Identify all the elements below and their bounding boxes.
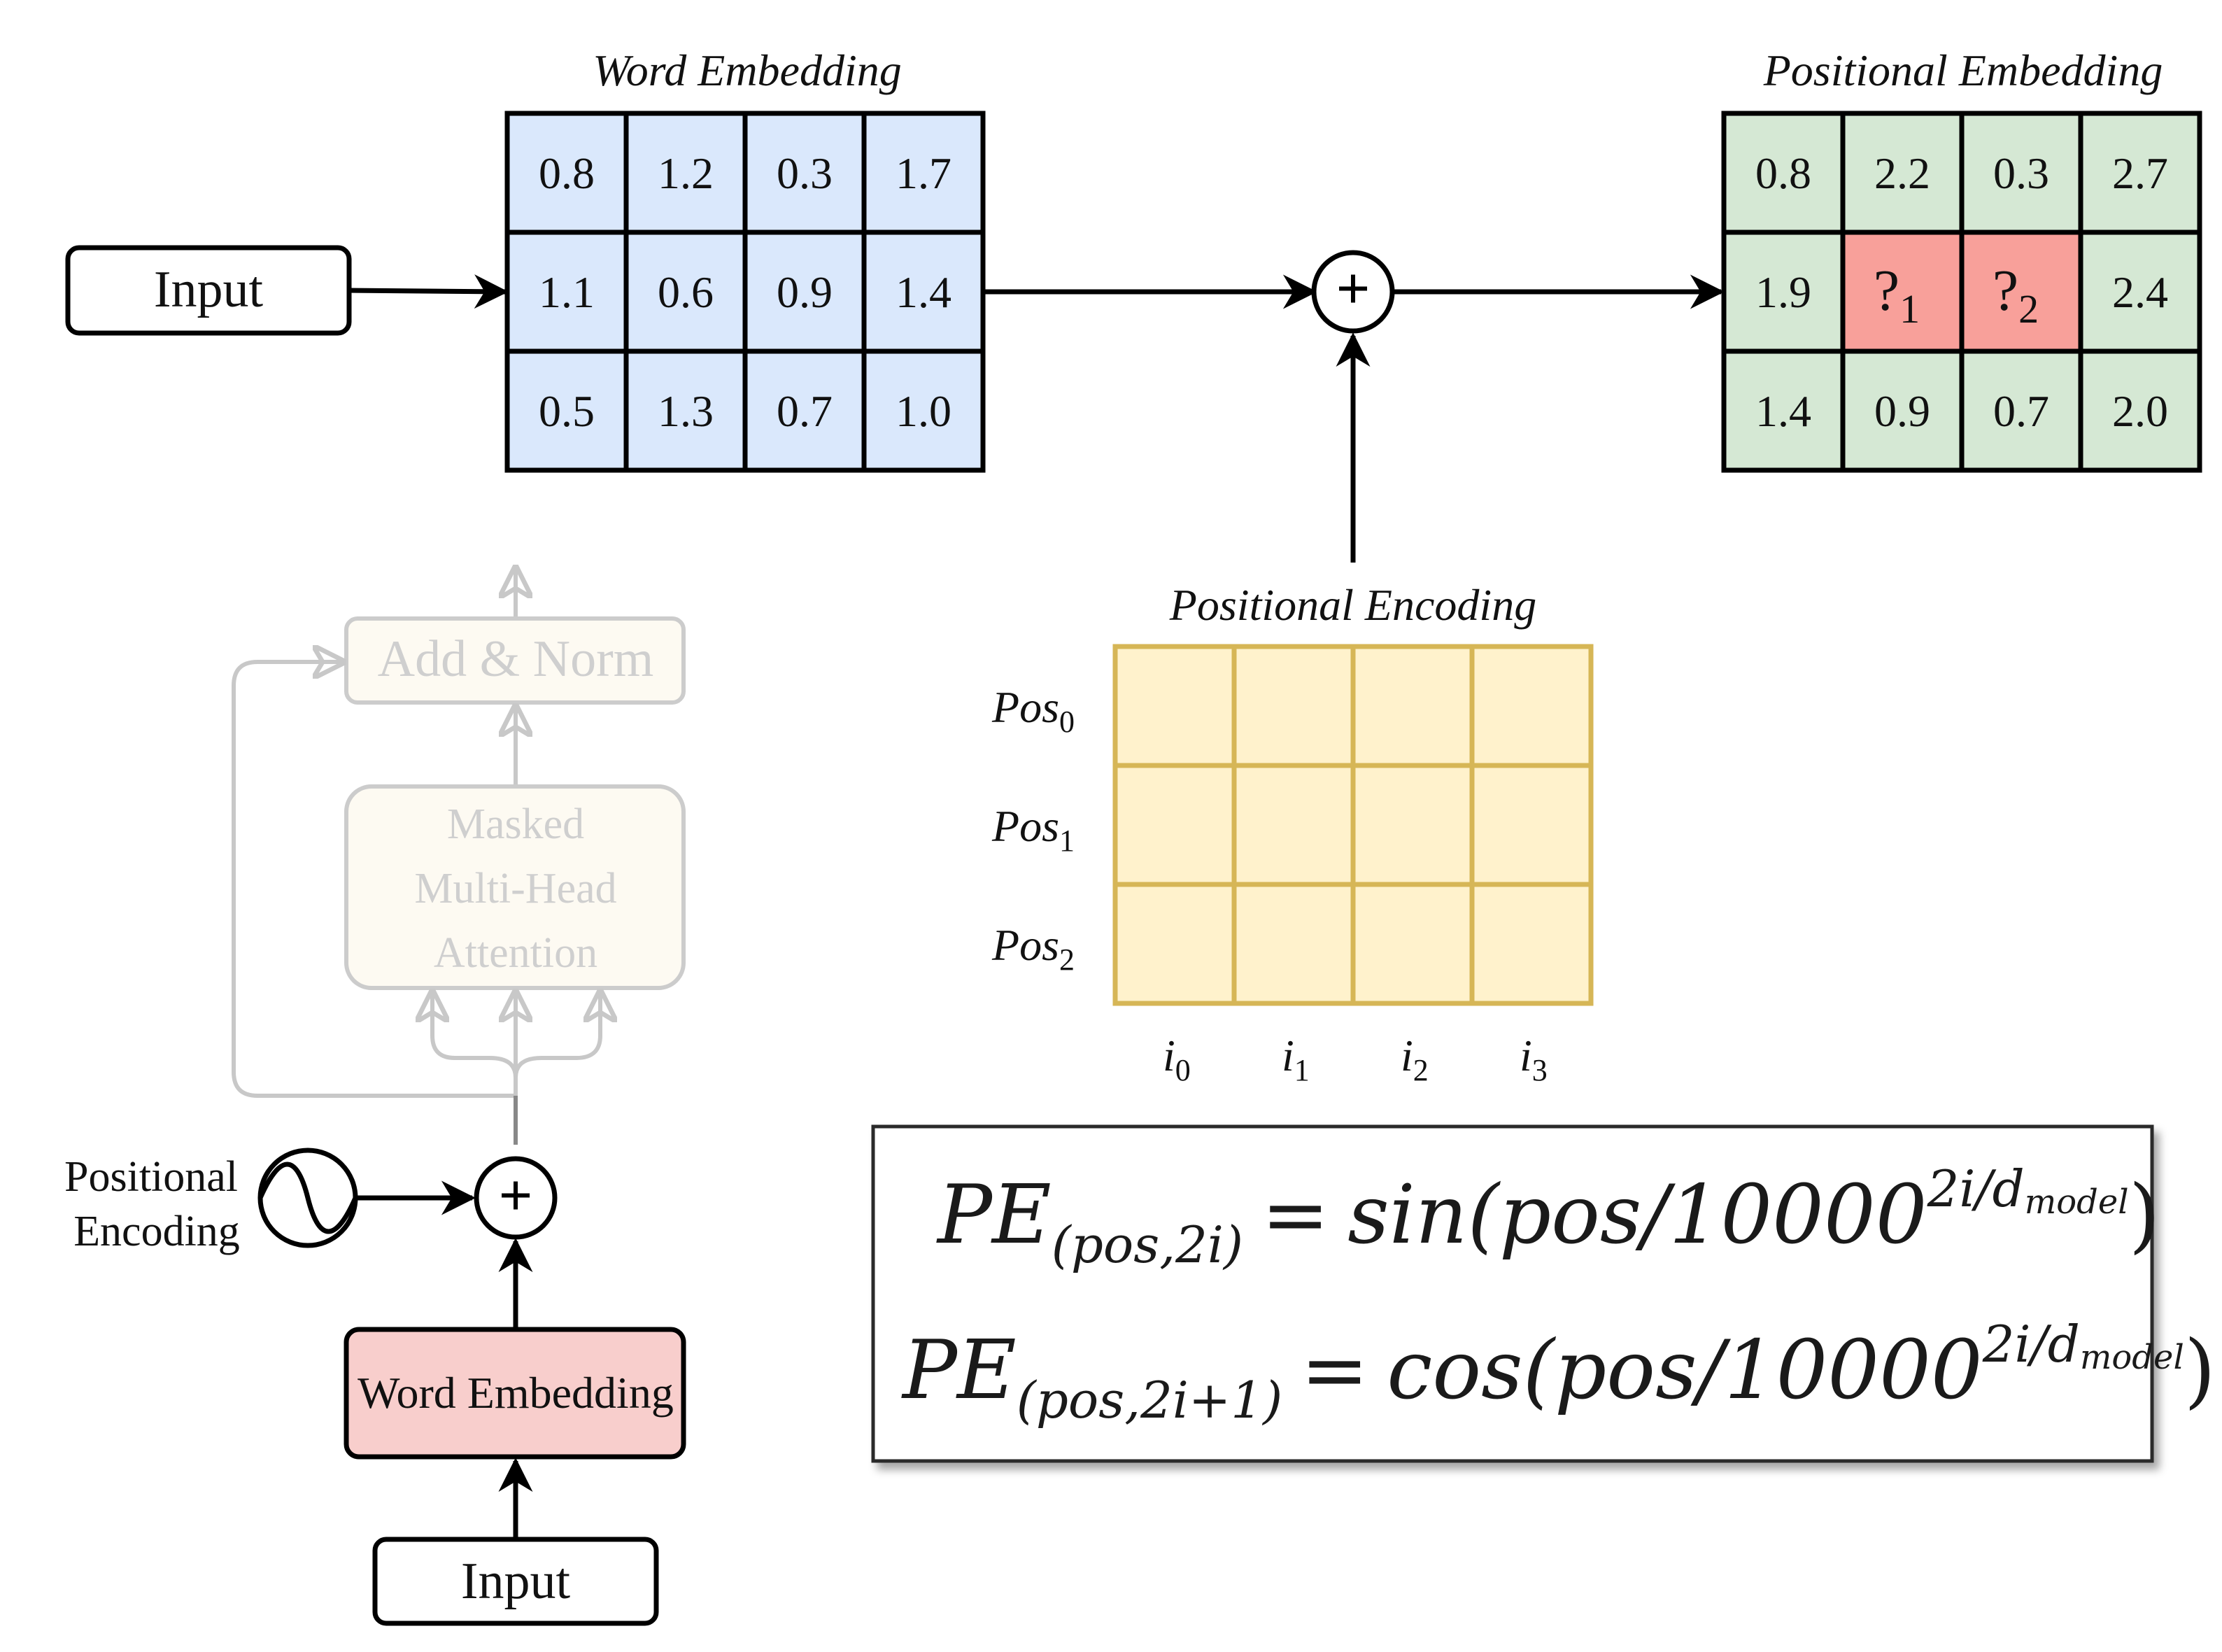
- positional-encoding-cell: [1469, 644, 1594, 768]
- positional-embedding-cell: [1959, 230, 2083, 354]
- dimension-column-label: i3: [1520, 1031, 1548, 1087]
- positional-embedding-value: 0.7: [1993, 386, 2049, 436]
- positional-embedding-value: 2.0: [2112, 386, 2168, 436]
- positional-embedding-cell: [1840, 230, 1965, 354]
- positional-encoding-cell: [1469, 882, 1594, 1006]
- word-embedding-value: 1.2: [658, 148, 714, 198]
- add-symbol: +: [1336, 255, 1370, 322]
- dimension-column-label: i0: [1163, 1031, 1191, 1087]
- word-embedding-value: 0.7: [777, 386, 833, 436]
- positional-embedding-matrix: 0.8 2.2 0.3 2.7 1.9 ?1 ?2 2.4 1.4 0.9 0.7 2.0: [1721, 111, 2202, 473]
- positional-encoding-cell: [1350, 882, 1475, 1006]
- positional-encoding-cell: [1231, 644, 1356, 768]
- positional-encoding-title: Positional Encoding: [1169, 580, 1536, 630]
- formula-box: PE(pos,2i)=sin(pos/100002i/dmodel) PE(po…: [871, 1124, 2216, 1463]
- word-embedding-cell: [861, 348, 986, 473]
- word-embedding-cell: [623, 111, 748, 235]
- position-row-label: Pos1: [991, 801, 1075, 858]
- add-symbol-bottom: +: [498, 1162, 532, 1229]
- word-embedding-value: 0.3: [777, 148, 833, 198]
- pos-enc-label-line-2: Encoding: [73, 1208, 240, 1255]
- faded-key-arrow: [514, 992, 600, 1078]
- positional-encoding-cell: [1231, 882, 1356, 1006]
- word-embedding-value: 0.5: [539, 386, 595, 436]
- positional-embedding-value: 1.9: [1755, 267, 1811, 317]
- positional-embedding-value: 0.9: [1874, 386, 1930, 436]
- word-embedding-title: Word Embedding: [593, 45, 901, 95]
- word-embedding-value: 0.6: [658, 267, 714, 317]
- positional-encoding-matrix: [1112, 644, 1594, 1006]
- word-embedding-value: 0.8: [539, 148, 595, 198]
- formula-sin: PE(pos,2i)=sin(pos/100002i/dmodel): [936, 1159, 2160, 1274]
- decoder-word-embedding-label: Word Embedding: [358, 1368, 674, 1418]
- positional-embedding-cell: [1840, 348, 1965, 473]
- word-embedding-value: 1.3: [658, 386, 714, 436]
- dimension-column-label: i2: [1401, 1031, 1429, 1087]
- decoder-input-label: Input: [461, 1553, 571, 1610]
- top-add-node: +: [1311, 250, 1395, 334]
- faded-residual-connection: [232, 662, 516, 1098]
- positional-encoding-cell: [1112, 763, 1237, 887]
- positional-embedding-cell: [1959, 348, 2083, 473]
- word-embedding-cell: [623, 348, 748, 473]
- sine-wave-icon: [257, 1148, 358, 1248]
- add-norm-block: Add & Norm: [344, 616, 686, 705]
- positional-encoding-cell: [1231, 763, 1356, 887]
- word-embedding-cell: [861, 230, 986, 354]
- positional-embedding-value: 0.3: [1993, 148, 2049, 198]
- word-embedding-value: 1.7: [896, 148, 951, 198]
- word-embedding-cell: [742, 348, 867, 473]
- formula-cos: PE(pos,2i+1)=cos(pos/100002i/dmodel): [901, 1315, 2216, 1429]
- word-embedding-value: 1.4: [896, 267, 951, 317]
- word-embedding-value: 1.1: [539, 267, 595, 317]
- positional-encoding-cell: [1112, 644, 1237, 768]
- positional-embedding-title: Positional Embedding: [1763, 45, 2163, 95]
- positional-embedding-value: 1.4: [1755, 386, 1811, 436]
- add-norm-label: Add & Norm: [378, 630, 654, 688]
- decoder-word-embedding-block: Word Embedding: [344, 1327, 686, 1460]
- positional-embedding-cell: [2078, 230, 2202, 354]
- word-embedding-cell: [742, 111, 867, 235]
- positional-encoding-cell: [1350, 763, 1475, 887]
- attention-line-3: Attention: [434, 929, 597, 977]
- position-row-label: Pos0: [991, 682, 1075, 739]
- word-embedding-cell: [504, 111, 629, 235]
- top-input-box: Input: [65, 245, 352, 336]
- decoder-input-box: Input: [372, 1537, 659, 1626]
- positional-embedding-value: 0.8: [1755, 148, 1811, 198]
- positional-encoding-cell: [1469, 763, 1594, 887]
- positional-embedding-cell: [2078, 111, 2202, 235]
- positional-encoding-cell: [1112, 882, 1237, 1006]
- positional-embedding-cell: [1721, 230, 1846, 354]
- word-embedding-value: 0.9: [777, 267, 833, 317]
- attention-line-2: Multi-Head: [414, 865, 616, 912]
- arrow-input-to-word-embedding: [348, 274, 509, 309]
- positional-encoding-column-labels: i0 i1 i2 i3: [1163, 1031, 1548, 1087]
- top-input-label: Input: [154, 261, 264, 318]
- bottom-add-node: +: [474, 1156, 558, 1240]
- positional-embedding-cell: [2078, 348, 2202, 473]
- positional-embedding-value: 2.7: [2112, 148, 2168, 198]
- positional-encoding-cell: [1350, 644, 1475, 768]
- attention-line-1: Masked: [447, 800, 584, 848]
- faded-query-arrow: [432, 992, 518, 1078]
- positional-embedding-unknown-value: ?1: [1874, 258, 1920, 332]
- positional-embedding-value: 2.2: [1874, 148, 1930, 198]
- positional-embedding-cell: [1721, 348, 1846, 473]
- positional-embedding-unknown-value: ?2: [1993, 258, 2039, 332]
- word-embedding-matrix: 0.8 1.2 0.3 1.7 1.1 0.6 0.9 1.4 0.5 1.3 0.7 1.0: [504, 111, 986, 473]
- position-row-label: Pos2: [991, 920, 1075, 977]
- dimension-column-label: i1: [1282, 1031, 1310, 1087]
- pos-enc-label-line-1: Positional: [64, 1153, 238, 1201]
- masked-attention-block: Masked Multi-Head Attention: [344, 784, 686, 990]
- positional-embedding-value: 2.4: [2112, 267, 2168, 317]
- positional-embedding-cell: [1721, 111, 1846, 235]
- word-embedding-value: 1.0: [896, 386, 951, 436]
